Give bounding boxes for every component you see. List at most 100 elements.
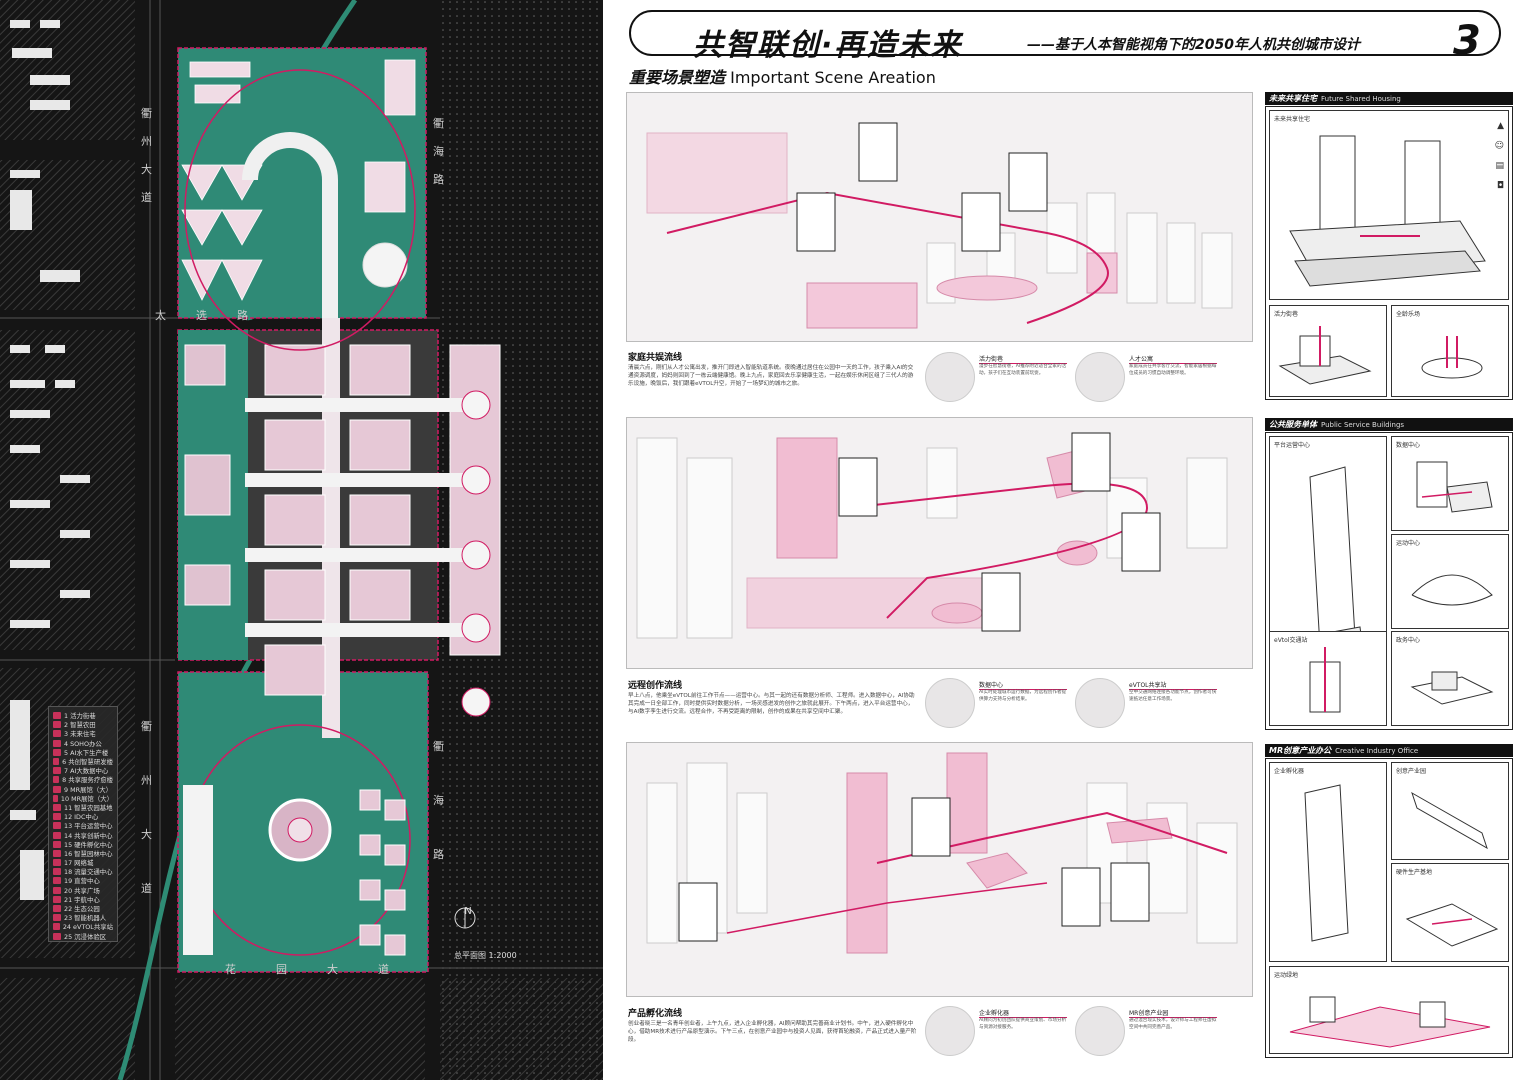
legend-marker bbox=[53, 776, 60, 784]
road-label-west-lower: 衢州大道 bbox=[141, 720, 152, 895]
legend-item: 17 网络城 bbox=[53, 858, 113, 867]
legend-item: 20 共享广场 bbox=[53, 886, 113, 895]
board-number: 3 bbox=[1453, 18, 1481, 64]
legend-marker bbox=[53, 895, 61, 903]
north-arrow-icon bbox=[454, 907, 476, 929]
panel-head-public: 公共服务单体 Public Service Buildings bbox=[1265, 418, 1513, 431]
legend-item: 3 未来住宅 bbox=[53, 729, 113, 738]
legend-item: 8 共享服务疗愈楼 bbox=[53, 775, 113, 784]
legend-item: 6 共创智慧研发楼 bbox=[53, 757, 113, 766]
cell-creative-park: 创意产业园 bbox=[1391, 762, 1509, 860]
legend-label: 22 生态公园 bbox=[64, 905, 100, 914]
panel-title-cn: MR创意产业办公 bbox=[1269, 746, 1332, 755]
flow-text-2: 早上八点，他乘坐eVTOL前往工作节点——运营中心。与其一起的还有数据分析师、工… bbox=[628, 693, 915, 715]
panel-title-en: Public Service Buildings bbox=[1321, 421, 1405, 429]
cell-sports-center: 运动中心 bbox=[1391, 534, 1509, 629]
legend-label: 14 共享创新中心 bbox=[64, 831, 113, 840]
scene-thumbnail bbox=[1075, 352, 1125, 402]
scene-card-desc: 空中交通网络连接各功能节点，创作者可快速抵达任意工作场景。 bbox=[1129, 690, 1217, 702]
north-label: N bbox=[464, 906, 472, 917]
legend-label: 8 共享服务疗愈楼 bbox=[62, 776, 113, 785]
legend-marker bbox=[53, 758, 60, 766]
scene-card-label: 人才公寓 bbox=[1129, 354, 1217, 364]
legend-marker bbox=[53, 794, 58, 802]
legend-label: 15 硬件孵化中心 bbox=[64, 840, 113, 849]
legend-marker bbox=[53, 831, 61, 839]
legend-label: 16 智慧园林中心 bbox=[64, 849, 113, 858]
legend-item: 1 活力街巷 bbox=[53, 711, 113, 720]
legend-label: 24 eVTOL共享站 bbox=[62, 923, 113, 932]
scene-card-label: 数据中心 bbox=[979, 680, 1067, 690]
creative-park-axonometric bbox=[1411, 791, 1488, 850]
legend-marker bbox=[53, 868, 61, 876]
scene-card-label: MR创意产业园 bbox=[1129, 1008, 1217, 1018]
north-arrow: N bbox=[453, 906, 483, 929]
design-board: 共智联创·再造未来 ——基于人本智能视角下的2050年人机共创城市设计 3 重要… bbox=[603, 0, 1529, 1080]
legend-label: 6 共创智慧研发楼 bbox=[62, 758, 113, 767]
cell-label: 政务中心 bbox=[1396, 637, 1421, 644]
legend-marker bbox=[53, 803, 61, 811]
master-plan-drawing bbox=[0, 0, 603, 1080]
scene-card-desc: 漫步在智慧街巷，AI推荐附近适合全家的活动，孩子们在互动装置前玩耍。 bbox=[979, 364, 1067, 376]
cell-government-center: 政务中心 bbox=[1391, 631, 1509, 726]
person-icon: ☺ bbox=[1494, 141, 1504, 151]
scene-thumbnail bbox=[925, 1006, 975, 1056]
panel-title-cn: 未来共享住宅 bbox=[1269, 94, 1317, 103]
legend-item: 25 沉浸体验区 bbox=[53, 932, 113, 941]
cell-sports-green: 运动绿地 bbox=[1269, 966, 1509, 1054]
panel-title-cn: 公共服务单体 bbox=[1269, 420, 1317, 429]
legend-label: 25 沉浸体验区 bbox=[64, 932, 107, 941]
cell-label: 数据中心 bbox=[1396, 442, 1421, 449]
section-title-en: Important Scene Areation bbox=[730, 68, 936, 87]
panel-housing: 未来共享住宅 ▲ ☺ ▤ ◘ 活力街巷 全龄乐场 bbox=[1265, 106, 1513, 400]
legend-label: 23 智能机器人 bbox=[64, 914, 107, 923]
scene-card: MR创意产业园 通过混合现实技术，设计师与工程师在虚拟空间中共同完善产品。 bbox=[1075, 1006, 1220, 1058]
legend-label: 18 流量交通中心 bbox=[64, 868, 113, 877]
legend-item: 7 AI大数据中心 bbox=[53, 766, 113, 775]
legend-label: 7 AI大数据中心 bbox=[64, 767, 109, 776]
legend-marker bbox=[53, 748, 61, 756]
scene-illustration-2 bbox=[636, 432, 1228, 639]
scene-illustration-1 bbox=[646, 122, 1233, 329]
cell-label: 平台运营中心 bbox=[1274, 442, 1311, 449]
legend-marker bbox=[53, 932, 61, 940]
incubator-axonometric bbox=[1304, 784, 1349, 942]
legend-marker bbox=[53, 739, 61, 747]
legend-item: 18 流量交通中心 bbox=[53, 867, 113, 876]
legend-item: 23 智能机器人 bbox=[53, 913, 113, 922]
legend-marker bbox=[53, 767, 61, 775]
cell-evtol-station: eVtol交通站 bbox=[1269, 631, 1387, 726]
shared-housing-axonometric bbox=[1289, 135, 1486, 287]
board-subtitle: ——基于人本智能视角下的2050年人机共创城市设计 bbox=[1027, 37, 1360, 53]
scene-incubation-flow bbox=[626, 742, 1253, 997]
section-title: 重要场景塑造 Important Scene Areation bbox=[629, 64, 936, 88]
legend-marker bbox=[53, 730, 61, 738]
hardware-base-axonometric bbox=[1405, 903, 1499, 947]
board-title: 共智联创·再造未来 bbox=[693, 28, 963, 63]
legend-marker bbox=[53, 905, 61, 913]
scene-card-desc: 家庭成员在共享客厅交流，智能家居根据每位成员的习惯自动调整环境。 bbox=[1129, 364, 1217, 376]
scene-card: 人才公寓 家庭成员在共享客厅交流，智能家居根据每位成员的习惯自动调整环境。 bbox=[1075, 352, 1220, 404]
panel-title-en: Creative Industry Office bbox=[1335, 747, 1419, 755]
legend-label: 21 宇航中心 bbox=[64, 895, 100, 904]
cell-label: 未来共享住宅 bbox=[1274, 116, 1311, 123]
cell-all-age-plaza: 全龄乐场 bbox=[1391, 305, 1509, 397]
scene-card: 企业孵化器 AI顾问为初创团队提供商业策划、市场分析与资源对接服务。 bbox=[925, 1006, 1070, 1058]
government-center-axonometric bbox=[1410, 671, 1494, 705]
legend-label: 17 网络城 bbox=[64, 859, 94, 868]
legend-marker bbox=[53, 712, 61, 720]
legend-item: 4 SOHO办公 bbox=[53, 739, 113, 748]
legend-item: 9 MR展馆（大） bbox=[53, 785, 113, 794]
legend-marker bbox=[53, 813, 61, 821]
scene-card-label: eVTOL共享站 bbox=[1129, 680, 1217, 690]
gamepad-icon: ◘ bbox=[1496, 181, 1504, 191]
panel-title-en: Future Shared Housing bbox=[1321, 95, 1401, 103]
legend-label: 5 AI水下生产楼 bbox=[64, 748, 109, 757]
legend-item: 10 MR展馆（大） bbox=[53, 794, 113, 803]
legend-marker bbox=[53, 886, 61, 894]
legend-marker bbox=[53, 840, 61, 848]
data-center-axonometric bbox=[1416, 461, 1493, 513]
